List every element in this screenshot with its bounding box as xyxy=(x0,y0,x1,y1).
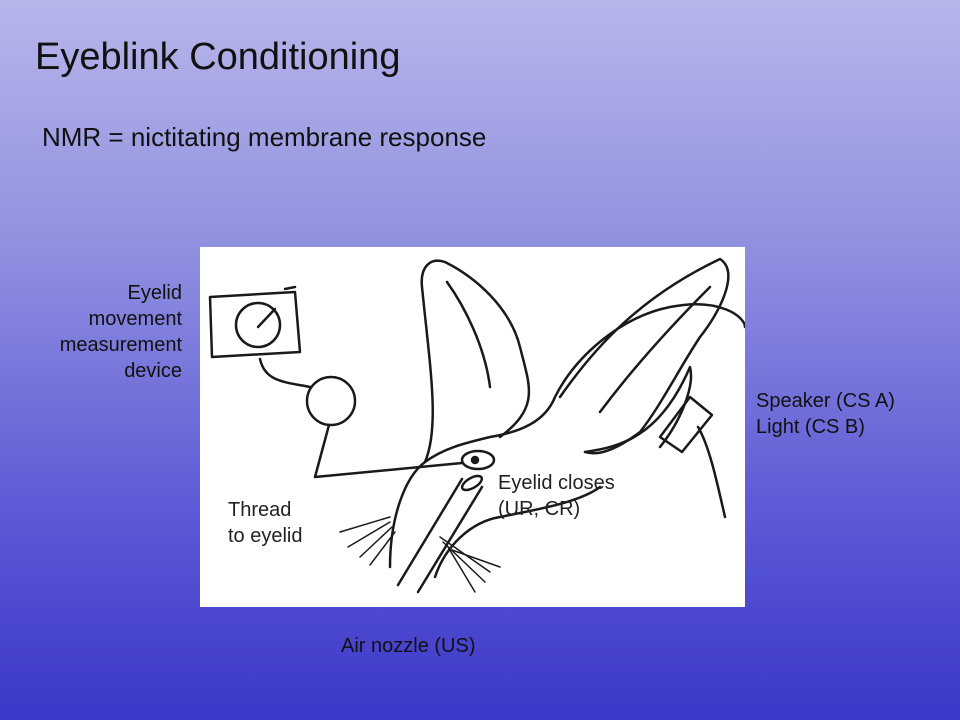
thread-label-line: to eyelid xyxy=(228,525,303,547)
device-box xyxy=(208,290,302,359)
air-nozzle-label: Air nozzle (US) xyxy=(341,635,476,657)
right-ear-inner xyxy=(598,285,712,414)
ear-back xyxy=(583,365,693,454)
head-outline xyxy=(388,303,745,569)
left-ear xyxy=(420,259,531,464)
device-label-line: device xyxy=(124,360,182,382)
air-nozzle xyxy=(396,477,484,594)
speaker-label: Speaker (CS A) xyxy=(756,390,895,412)
device-box-tab xyxy=(283,285,297,291)
device-label-line: Eyelid xyxy=(127,282,182,304)
eye xyxy=(460,449,496,471)
rabbit-sketch xyxy=(208,257,745,594)
lower-jaw xyxy=(433,485,602,579)
left-ear-inner xyxy=(445,280,492,389)
thread-label: Thread to eyelid xyxy=(228,497,303,549)
eyelid-label-line: (UR, CR) xyxy=(498,498,581,520)
whiskers xyxy=(339,516,501,593)
slide-title: Eyeblink Conditioning xyxy=(35,36,401,78)
light-label: Light (CS B) xyxy=(756,416,865,438)
device-label-line: measurement xyxy=(59,334,182,356)
thread-label-line: Thread xyxy=(228,499,292,521)
eyelid-label: Eyelid closes (UR, CR) xyxy=(498,470,615,522)
stimulus-label: Speaker (CS A) Light (CS B) xyxy=(756,388,895,440)
slide-subtitle: NMR = nictitating membrane response xyxy=(42,122,487,152)
eye-pupil xyxy=(470,455,480,465)
eyelid-label-line: Eyelid closes xyxy=(498,472,615,494)
device-label-line: movement xyxy=(88,308,182,330)
speaker-box xyxy=(658,395,714,454)
device-dial xyxy=(234,301,282,349)
pulley xyxy=(305,375,357,427)
air-nozzle-tip xyxy=(460,474,484,492)
rabbit-diagram-panel: Thread to eyelid Eyelid closes (UR, CR) xyxy=(200,247,745,607)
device-label: Eyelid movement measurement device xyxy=(0,280,182,384)
thread-line xyxy=(313,423,464,479)
speaker-lead xyxy=(696,425,727,519)
device-wire xyxy=(258,357,312,389)
device-needle xyxy=(256,307,277,329)
